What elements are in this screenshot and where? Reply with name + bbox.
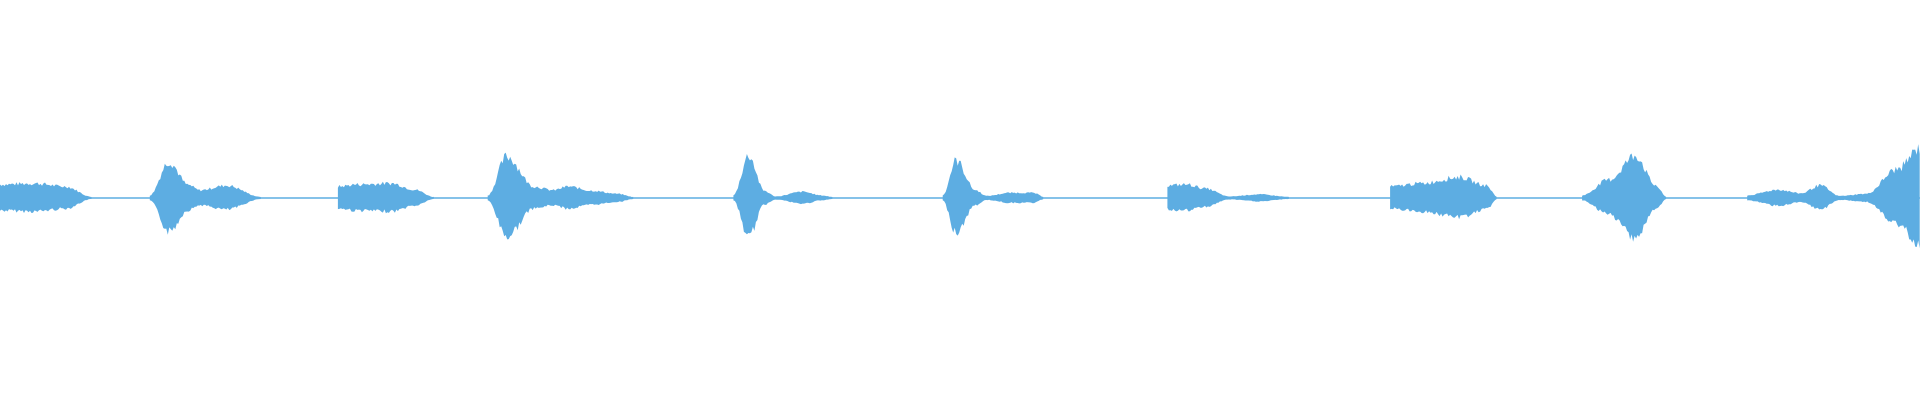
waveform-segments: [0, 144, 1920, 249]
waveform-segment-7: [1167, 183, 1289, 212]
waveform-segment-8: [1390, 174, 1497, 220]
waveform-segment-3: [337, 181, 434, 214]
waveform-segment-9: [1582, 153, 1667, 242]
waveform-segment-2: [149, 163, 261, 235]
waveform-segment-4: [487, 152, 634, 240]
waveform-segment-6: [942, 157, 1044, 236]
waveform-segment-5: [733, 154, 833, 235]
waveform-segment-1: [0, 182, 92, 213]
waveform-segment-10: [1747, 144, 1920, 249]
